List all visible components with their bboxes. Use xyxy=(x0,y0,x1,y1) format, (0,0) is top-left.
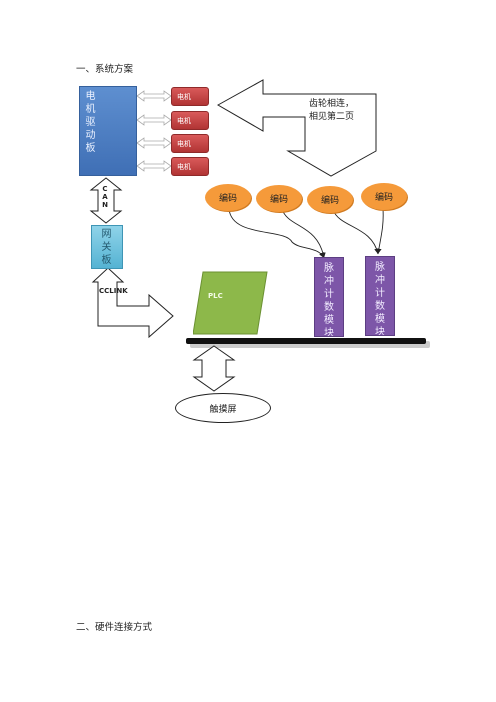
can-double-arrow xyxy=(89,177,123,224)
encoder-ellipse: 编码 xyxy=(205,184,251,211)
motor-link-arrows xyxy=(136,90,172,172)
motor-box: 电机 xyxy=(171,134,209,153)
system-diagram: 电机驱动板 电机 电机 电机 电机 齿轮相连，相见第二页 CAN 网关板 CCL… xyxy=(79,79,430,423)
touch-double-arrow xyxy=(192,345,236,392)
encoder-ellipse: 编码 xyxy=(307,186,353,213)
can-label: CAN xyxy=(102,185,108,209)
gear-link-arrow xyxy=(216,79,377,177)
section-heading-1: 一、系统方案 xyxy=(76,64,134,75)
touch-screen-label: 触摸屏 xyxy=(209,404,237,415)
pulse-counter-module: 脉冲计数模块 xyxy=(314,257,344,337)
gear-note: 齿轮相连，相见第二页 xyxy=(309,99,355,122)
plc-label: PLC xyxy=(208,292,223,300)
gateway-label: 网关板 xyxy=(101,229,112,266)
touch-screen-ellipse: 触摸屏 xyxy=(175,393,271,423)
encoder-ellipse: 编码 xyxy=(256,185,302,212)
bus-line xyxy=(186,338,426,344)
motor-box: 电机 xyxy=(171,87,209,106)
motor-driver-label: 电机驱动板 xyxy=(85,91,96,154)
diagram-connectors xyxy=(89,79,430,392)
encoder-ellipse: 编码 xyxy=(361,183,407,210)
cclink-arrow xyxy=(91,267,174,339)
cclink-label: CCLINK xyxy=(99,287,128,295)
gateway-board: 网关板 xyxy=(91,225,123,269)
motor-box: 电机 xyxy=(171,157,209,176)
plc-block xyxy=(193,271,268,335)
pulse-counter-module: 脉冲计数模块 xyxy=(365,256,395,336)
motor-driver-board: 电机驱动板 xyxy=(79,86,137,176)
motor-box: 电机 xyxy=(171,111,209,130)
section-heading-2: 二、硬件连接方式 xyxy=(76,622,153,633)
